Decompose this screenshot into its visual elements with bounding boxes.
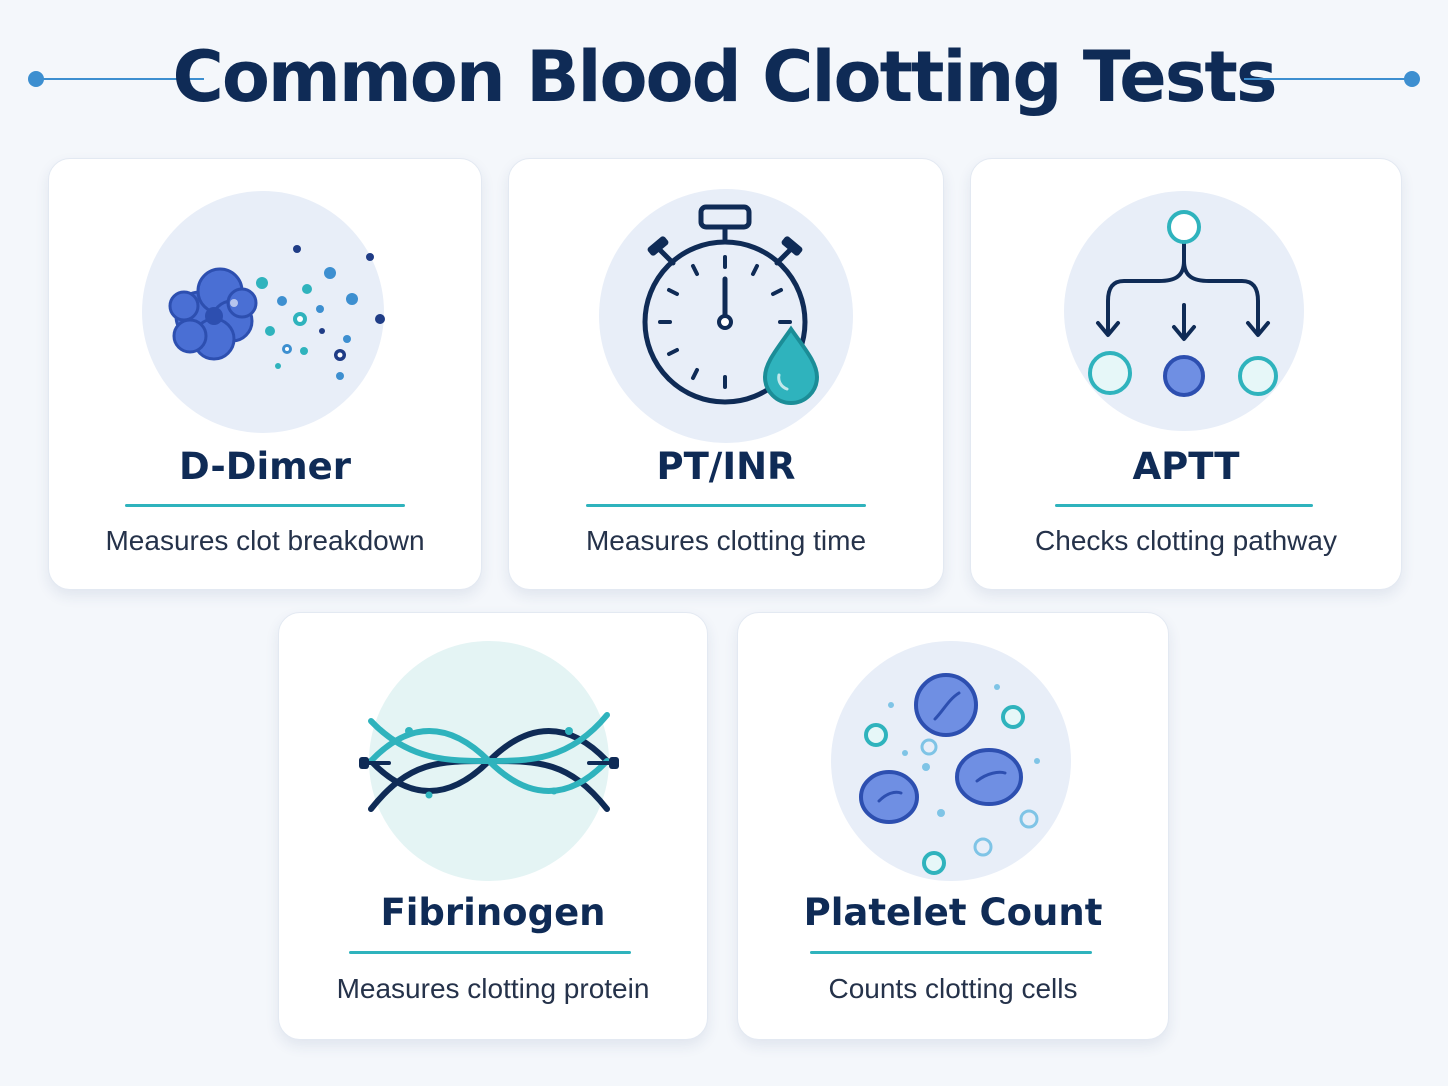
header: Common Blood Clotting Tests xyxy=(0,30,1448,130)
clot-breakdown-icon xyxy=(168,245,385,380)
title-underline xyxy=(349,951,631,954)
test-card-pt-inr: PT/INR Measures clotting time xyxy=(508,158,944,590)
test-card-aptt: APTT Checks clotting pathway xyxy=(970,158,1402,590)
title-underline xyxy=(810,951,1092,954)
decor-line-right xyxy=(1244,78,1412,80)
page-title: Common Blood Clotting Tests xyxy=(172,36,1277,118)
decor-line-left xyxy=(36,78,204,80)
test-description: Counts clotting cells xyxy=(828,973,1078,1004)
test-description: Measures clotting time xyxy=(585,525,867,556)
test-card-platelet-count: Platelet Count Counts clotting cells xyxy=(737,612,1169,1040)
pathway-branch-icon xyxy=(1088,210,1278,397)
stopwatch-drop-icon xyxy=(642,204,820,405)
test-description: Measures clotting protein xyxy=(336,973,650,1004)
platelet-cells-icon xyxy=(859,673,1040,875)
test-name: PT/INR xyxy=(656,445,796,488)
test-name: APTT xyxy=(1132,445,1240,488)
title-underline xyxy=(125,504,405,507)
test-description: Checks clotting pathway xyxy=(1035,525,1337,556)
test-description: Measures clot breakdown xyxy=(105,525,425,556)
test-name: Platelet Count xyxy=(803,891,1103,934)
test-name: D-Dimer xyxy=(178,445,352,488)
test-card-d-dimer: D-Dimer Measures clot breakdown xyxy=(48,158,482,590)
fibrin-strands-icon xyxy=(359,712,619,812)
decor-dot-right xyxy=(1404,71,1420,87)
title-underline xyxy=(586,504,866,507)
title-underline xyxy=(1055,504,1313,507)
test-card-fibrinogen: Fibrinogen Measures clotting protein xyxy=(278,612,708,1040)
test-name: Fibrinogen xyxy=(380,891,606,934)
